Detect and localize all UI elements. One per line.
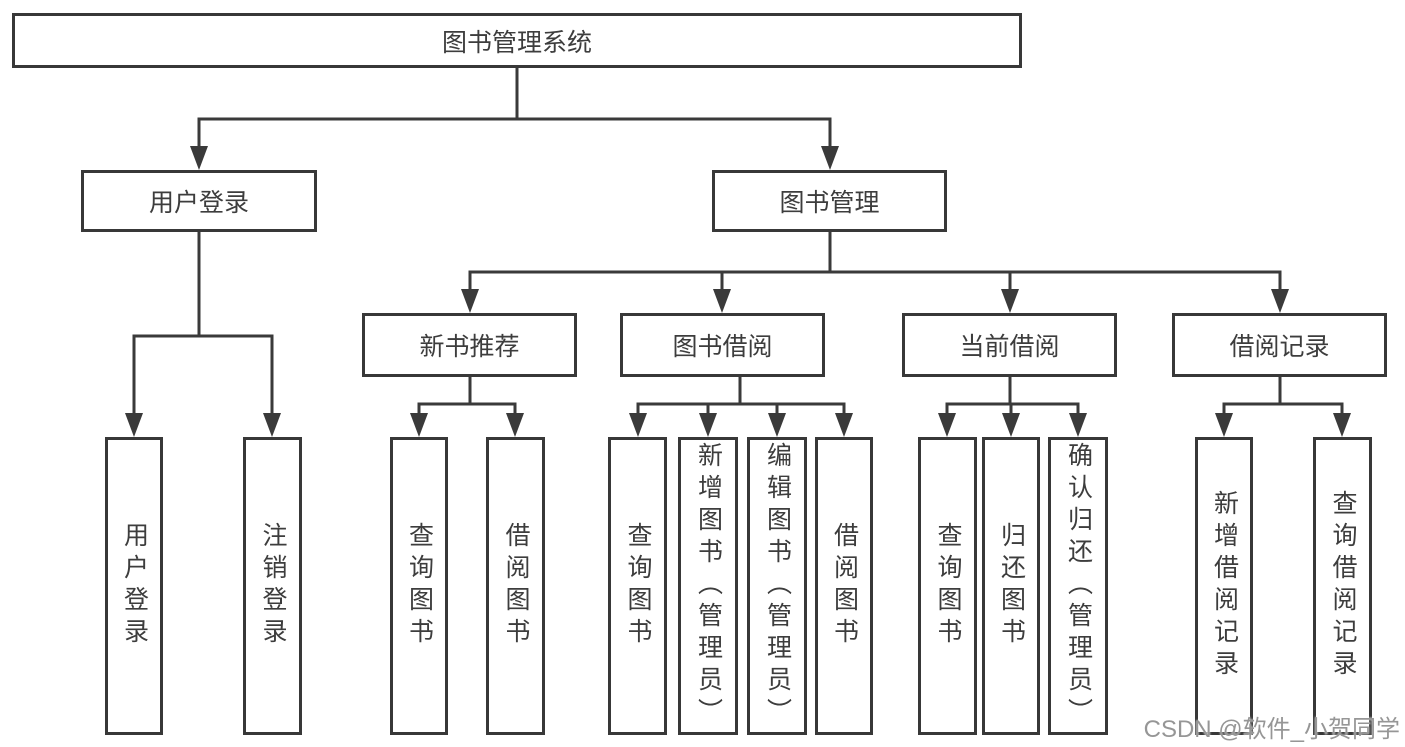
node-book-management: 图书管理 [712,170,947,232]
node-borrow-books-recommend-label: 借阅图书 [502,522,530,650]
node-return-books-label: 归还图书 [997,522,1026,650]
node-borrow-books-recommend: 借阅图书 [486,437,545,735]
node-return-books: 归还图书 [982,437,1040,735]
node-borrow-books-borrowing-label: 借阅图书 [830,522,859,650]
node-query-books-recommend: 查询图书 [390,437,448,735]
node-library-system-label: 图书管理系统 [441,28,592,57]
node-query-books-current: 查询图书 [918,437,977,735]
edge-user-login-to-children [125,230,281,437]
node-user-login: 用户登录 [105,437,163,735]
node-borrow-books-borrowing: 借阅图书 [815,437,873,735]
edge-book-borrowing-to-children [629,375,853,437]
node-logout-login: 注销登录 [243,437,302,735]
node-new-book-recommend: 新书推荐 [362,313,577,377]
node-borrowing-records: 借阅记录 [1172,313,1387,377]
node-edit-books-admin-label: 编辑图书（管理员） [763,442,792,730]
node-logout-login-label: 注销登录 [259,522,287,650]
node-new-book-recommend-label: 新书推荐 [419,333,520,361]
node-user-login-label: 用户登录 [120,522,149,650]
edge-root-to-level2 [190,66,839,170]
node-query-borrowing-record-label: 查询借阅记录 [1329,490,1357,682]
node-current-borrowing: 当前借阅 [902,313,1117,377]
node-book-borrowing: 图书借阅 [620,313,825,377]
node-confirm-return-admin: 确认归还（管理员） [1048,437,1108,735]
node-query-books-current-label: 查询图书 [934,522,962,650]
node-query-books-borrowing: 查询图书 [608,437,667,735]
node-add-books-admin-label: 新增图书（管理员） [694,442,723,730]
node-current-borrowing-label: 当前借阅 [959,333,1060,361]
edge-book-management-to-level3 [461,230,1289,313]
node-edit-books-admin: 编辑图书（管理员） [747,437,807,735]
node-library-system: 图书管理系统 [12,13,1022,68]
edge-current-borrowing-to-children [938,375,1087,437]
node-query-books-recommend-label: 查询图书 [405,522,434,650]
node-user-login-branch: 用户登录 [81,170,317,232]
node-add-books-admin: 新增图书（管理员） [678,437,738,735]
node-add-borrowing-record: 新增借阅记录 [1195,437,1253,735]
edge-borrowing-records-to-children [1215,375,1351,437]
node-book-borrowing-label: 图书借阅 [672,333,773,361]
node-book-management-label: 图书管理 [779,189,880,217]
node-query-books-borrowing-label: 查询图书 [624,522,652,650]
node-query-borrowing-record: 查询借阅记录 [1313,437,1372,735]
node-borrowing-records-label: 借阅记录 [1229,333,1330,361]
edge-new-book-recommend-to-children [410,375,524,437]
csdn-watermark: CSDN @软件_小贺同学 [1143,716,1400,743]
node-add-borrowing-record-label: 新增借阅记录 [1210,490,1239,682]
node-user-login-branch-label: 用户登录 [148,189,249,217]
node-confirm-return-admin-label: 确认归还（管理员） [1064,442,1093,730]
